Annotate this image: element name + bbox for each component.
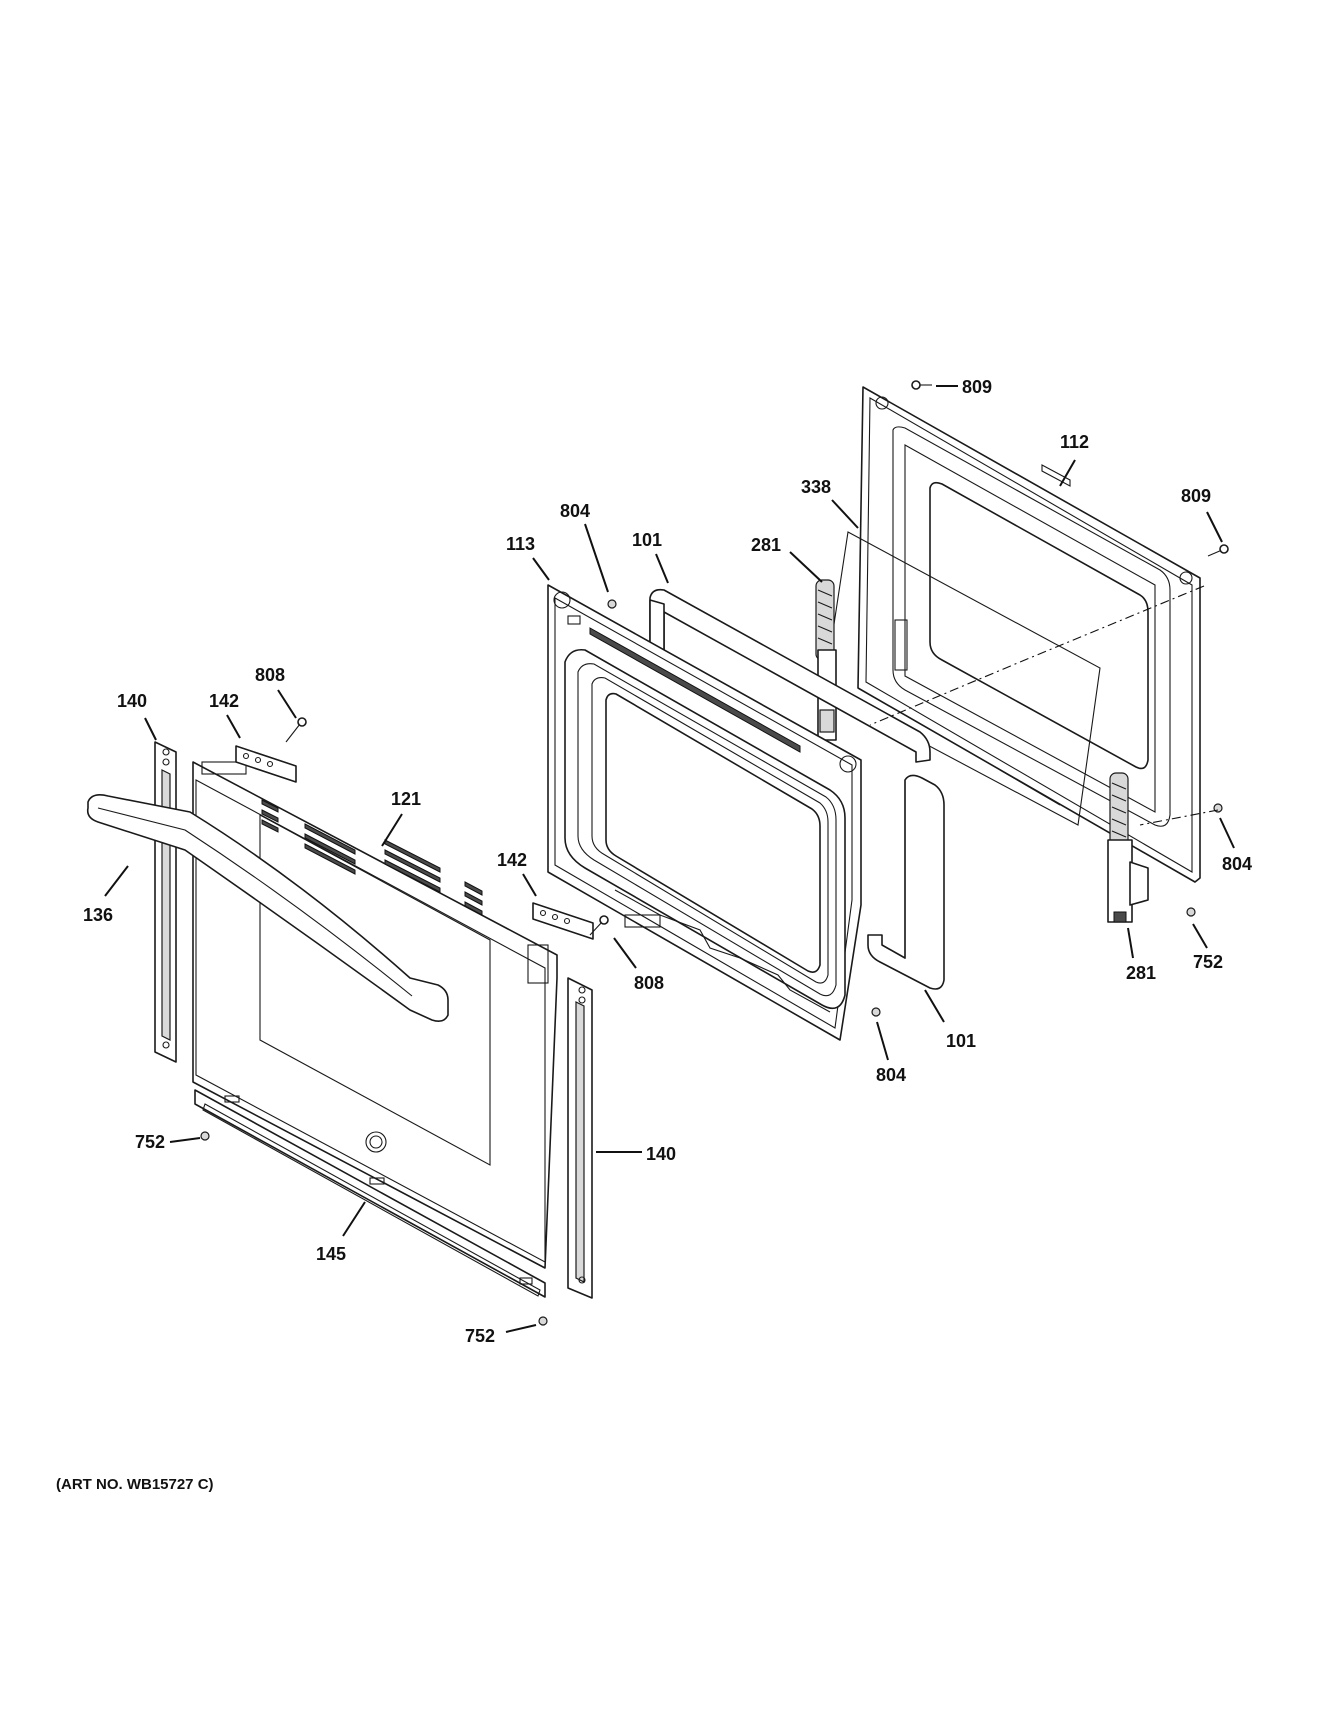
callout-136: 136: [83, 905, 113, 925]
callout-808-right: 808: [634, 973, 664, 993]
callout-113: 113: [506, 534, 535, 554]
callout-752-left: 752: [135, 1132, 165, 1152]
callout-281-bottom: 281: [1126, 963, 1156, 983]
screw-808-right: [589, 915, 609, 936]
callout-121: 121: [391, 789, 421, 809]
screw-752-bottom: [538, 1316, 548, 1326]
screw-809-right: [1207, 544, 1229, 557]
callout-804-right: 804: [1222, 854, 1252, 874]
part-140-side-channel-right: [567, 977, 593, 1299]
callout-145: 145: [316, 1244, 346, 1264]
screw-804-bottom: [871, 1007, 881, 1017]
assembly-centerline-2: [1139, 809, 1219, 826]
callout-809-right: 809: [1181, 486, 1211, 506]
callout-281-top: 281: [751, 535, 781, 555]
screw-752-right: [1186, 907, 1196, 917]
screw-752-left: [200, 1131, 210, 1141]
screws: [200, 380, 1229, 1326]
part-112-door-back-panel: [857, 386, 1201, 883]
part-140-side-channel-left: [154, 741, 177, 1063]
part-281-hinge-bottom: [1107, 772, 1149, 923]
callout-140-right: 140: [646, 1144, 676, 1164]
callout-142-left: 142: [209, 691, 239, 711]
screw-804-top: [607, 599, 617, 609]
callout-809-top: 809: [962, 377, 992, 397]
assembly-centerline: [869, 585, 1205, 726]
callout-142-right: 142: [497, 850, 527, 870]
callout-140-left: 140: [117, 691, 147, 711]
vent-slots: [261, 799, 483, 916]
part-101-insulation-bottom: [867, 774, 945, 990]
screw-809-top: [911, 380, 932, 390]
screw-808-left: [285, 717, 307, 743]
part-281-hinge-top: [815, 579, 837, 741]
callout-808-left: 808: [255, 665, 285, 685]
callout-752-right: 752: [1193, 952, 1223, 972]
part-142-bracket-left: [235, 745, 297, 783]
part-113-inner-door-liner: [547, 584, 862, 1041]
callout-101-top: 101: [632, 530, 662, 550]
callout-labels: 809 112 338 809 804 113 101 281 808 140 …: [83, 377, 1252, 1346]
callout-101-bottom: 101: [946, 1031, 976, 1051]
part-142-bracket-right: [532, 902, 594, 940]
callout-338: 338: [801, 477, 831, 497]
art-number-caption: (ART NO. WB15727 C): [56, 1476, 214, 1493]
callout-112: 112: [1060, 432, 1089, 452]
leader-lines: [104, 385, 1235, 1333]
callout-804-bottom: 804: [876, 1065, 906, 1085]
part-136-handle: [86, 794, 449, 1022]
callout-752-bottom: 752: [465, 1326, 495, 1346]
callout-804-top: 804: [560, 501, 590, 521]
part-145-bottom-trim: [194, 1089, 546, 1298]
